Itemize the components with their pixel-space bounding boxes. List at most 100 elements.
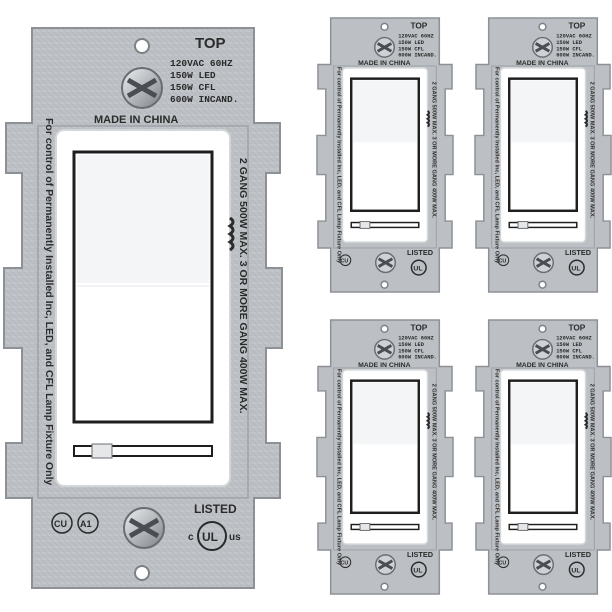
- rating-cfl: 150W CFL: [556, 348, 582, 354]
- listed-label: LISTED: [565, 550, 591, 559]
- ai-mark: A1: [77, 512, 99, 534]
- dimmer-switch-small-graphic: TOP 120VAC 60HZ 150W LED 150W CFL 600W I…: [316, 17, 454, 293]
- cul-mark: CU: [339, 556, 352, 569]
- rating-voltage: 120VAC 60HZ: [398, 336, 433, 342]
- mounting-hole-top: [134, 38, 150, 54]
- svg-text:UL: UL: [571, 567, 580, 574]
- svg-text:UL: UL: [571, 265, 580, 272]
- mounting-hole-top: [538, 22, 547, 31]
- svg-text:A1: A1: [80, 519, 92, 529]
- dimmer-switch-small: TOP 120VAC 60HZ 150W LED 150W CFL 600W I…: [316, 318, 454, 596]
- dimmer-slider-track[interactable]: [508, 221, 578, 229]
- svg-text:UL: UL: [413, 567, 422, 574]
- mounting-hole-top: [380, 22, 389, 31]
- svg-text:UL: UL: [202, 530, 218, 544]
- made-in-label: MADE IN CHINA: [516, 362, 569, 369]
- rating-cfl: 150W CFL: [398, 46, 424, 52]
- screw-bottom: [374, 554, 397, 576]
- rating-incand: 600W INCAND.: [556, 355, 595, 361]
- top-label: TOP: [195, 35, 226, 52]
- side-text: For control of Permanently Installed Inc…: [494, 369, 500, 566]
- dimmer-switch-large: TOP 120VAC 60HZ 150W LED 150W CFL 600W I…: [2, 27, 284, 589]
- rating-led: 150W LED: [556, 342, 583, 348]
- rating-led: 150W LED: [398, 40, 425, 46]
- listed-label: LISTED: [565, 248, 591, 257]
- gang-text: 2 GANG 500W MAX. 3 OR MORE GANG 400W MAX…: [588, 384, 594, 521]
- gang-text: 2 GANG 500W MAX. 3 OR MORE GANG 400W MAX…: [430, 82, 436, 219]
- mounting-hole-bottom: [538, 582, 547, 591]
- screw-top: [531, 338, 554, 360]
- ul-mark: UL c us: [188, 521, 241, 551]
- side-text: For control of Permanently Installed Inc…: [336, 369, 342, 566]
- side-text: For control of Permanently Installed Inc…: [494, 67, 500, 264]
- screw-bottom: [374, 252, 397, 274]
- svg-text:CU: CU: [498, 561, 506, 567]
- rating-voltage: 120VAC 60HZ: [556, 34, 591, 40]
- dimmer-slider-track[interactable]: [73, 445, 213, 457]
- gang-text: 2 GANG 500W MAX. 3 OR MORE GANG 400W MAX…: [430, 384, 436, 521]
- dimmer-slider-track[interactable]: [350, 221, 420, 229]
- screw-bottom: [123, 507, 165, 549]
- dimmer-slider-knob[interactable]: [517, 221, 529, 229]
- dimmer-switch-small-graphic: TOP 120VAC 60HZ 150W LED 150W CFL 600W I…: [474, 17, 612, 293]
- rating-incand: 600W INCAND.: [398, 355, 437, 361]
- mounting-hole-bottom: [538, 280, 547, 289]
- rating-incand: 600W INCAND.: [398, 53, 437, 59]
- mounting-hole-bottom: [380, 280, 389, 289]
- mounting-hole-bottom: [134, 565, 150, 581]
- svg-text:CU: CU: [340, 259, 348, 265]
- dimmer-slider-knob[interactable]: [359, 221, 371, 229]
- rating-voltage: 120VAC 60HZ: [170, 58, 233, 69]
- ul-mark: UL: [410, 259, 427, 276]
- ul-mark: UL: [568, 259, 585, 276]
- listed-label: LISTED: [407, 550, 433, 559]
- rating-led: 150W LED: [170, 70, 216, 81]
- rating-cfl: 150W CFL: [556, 46, 582, 52]
- gang-text: 2 GANG 500W MAX. 3 OR MORE GANG 400W MAX…: [588, 82, 594, 219]
- dimmer-slider-track[interactable]: [350, 523, 420, 531]
- rating-incand: 600W INCAND.: [170, 94, 238, 105]
- listed-label: LISTED: [407, 248, 433, 257]
- dimmer-switch-small-graphic: TOP 120VAC 60HZ 150W LED 150W CFL 600W I…: [474, 319, 612, 595]
- ul-mark: UL: [568, 561, 585, 578]
- top-label: TOP: [568, 21, 585, 31]
- rating-cfl: 150W CFL: [170, 82, 216, 93]
- ul-mark: UL: [410, 561, 427, 578]
- cul-mark: CU: [497, 254, 510, 267]
- dimmer-switch-large-graphic: TOP 120VAC 60HZ 150W LED 150W CFL 600W I…: [3, 27, 283, 589]
- dimmer-switch-small-graphic: TOP 120VAC 60HZ 150W LED 150W CFL 600W I…: [316, 319, 454, 595]
- made-in-label: MADE IN CHINA: [358, 60, 411, 67]
- dimmer-slider-track[interactable]: [508, 523, 578, 531]
- mounting-hole-bottom: [380, 582, 389, 591]
- top-label: TOP: [410, 323, 427, 333]
- dimmer-slider-knob[interactable]: [517, 523, 529, 531]
- rating-voltage: 120VAC 60HZ: [556, 336, 591, 342]
- rating-voltage: 120VAC 60HZ: [398, 34, 433, 40]
- screw-bottom: [532, 554, 555, 576]
- top-label: TOP: [568, 323, 585, 333]
- screw-top: [373, 36, 396, 58]
- dimmer-switch-small: TOP 120VAC 60HZ 150W LED 150W CFL 600W I…: [316, 16, 454, 294]
- cul-mark: CU: [497, 556, 510, 569]
- dimmer-slider-knob[interactable]: [91, 443, 113, 459]
- cul-mark: CU: [51, 512, 73, 534]
- top-label: TOP: [410, 21, 427, 31]
- side-text: For control of Permanently Installed Inc…: [43, 118, 55, 486]
- cul-mark: CU: [339, 254, 352, 267]
- dimmer-slider-knob[interactable]: [359, 523, 371, 531]
- dimmer-switch-small: TOP 120VAC 60HZ 150W LED 150W CFL 600W I…: [474, 318, 612, 596]
- rating-led: 150W LED: [398, 342, 425, 348]
- screw-bottom: [532, 252, 555, 274]
- svg-text:CU: CU: [54, 519, 67, 529]
- svg-text:c: c: [188, 532, 194, 543]
- mounting-hole-top: [380, 324, 389, 333]
- made-in-label: MADE IN CHINA: [358, 362, 411, 369]
- svg-text:CU: CU: [340, 561, 348, 567]
- svg-text:UL: UL: [413, 265, 422, 272]
- mounting-hole-top: [538, 324, 547, 333]
- dimmer-switch-small: TOP 120VAC 60HZ 150W LED 150W CFL 600W I…: [474, 16, 612, 294]
- svg-text:CU: CU: [498, 259, 506, 265]
- screw-top: [121, 67, 163, 109]
- side-text: For control of Permanently Installed Inc…: [336, 67, 342, 264]
- made-in-label: MADE IN CHINA: [94, 114, 178, 126]
